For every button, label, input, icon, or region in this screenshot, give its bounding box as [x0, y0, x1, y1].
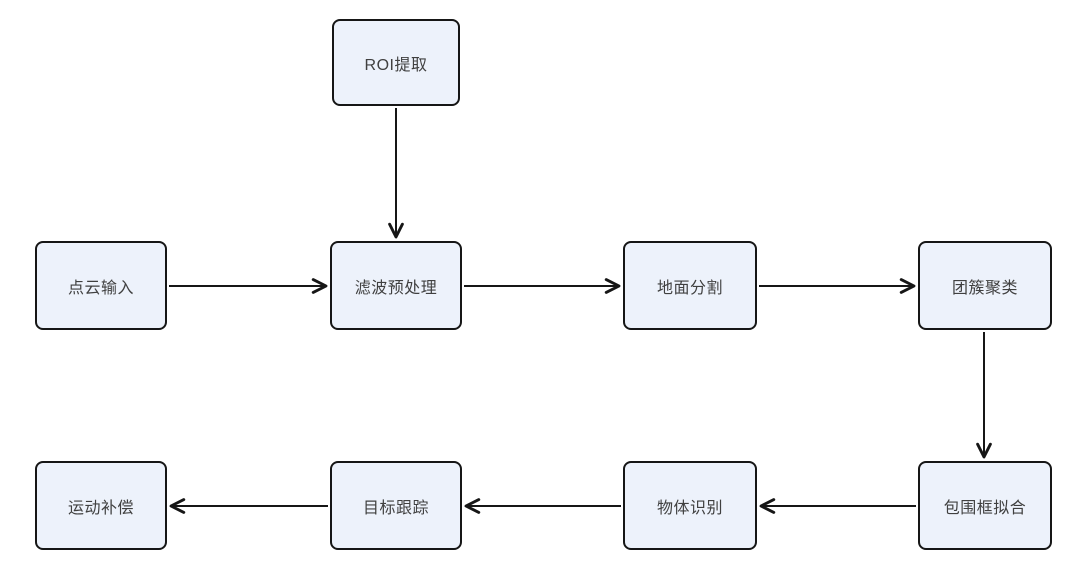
flow-node-label: 地面分割 [656, 279, 723, 297]
flow-node-label: 包围框拟合 [943, 499, 1027, 517]
flow-node-label: 目标跟踪 [362, 499, 429, 517]
flow-node-bbox: 包围框拟合 [918, 461, 1052, 550]
flow-node-label: 运动补偿 [67, 499, 134, 517]
flow-node-roi: ROI提取 [332, 19, 460, 106]
flow-node-label: 点云输入 [67, 279, 134, 297]
flow-node-motion: 运动补偿 [35, 461, 167, 550]
flow-node-label: 物体识别 [656, 499, 723, 517]
flow-node-label: 滤波预处理 [354, 279, 438, 297]
flow-node-label: ROI提取 [364, 56, 428, 74]
flow-node-cluster: 团簇聚类 [918, 241, 1052, 330]
flow-node-track: 目标跟踪 [330, 461, 462, 550]
flow-node-filter: 滤波预处理 [330, 241, 462, 330]
flow-node-ground: 地面分割 [623, 241, 757, 330]
flow-node-input: 点云输入 [35, 241, 167, 330]
flow-node-label: 团簇聚类 [951, 279, 1018, 297]
flow-node-recog: 物体识别 [623, 461, 757, 550]
